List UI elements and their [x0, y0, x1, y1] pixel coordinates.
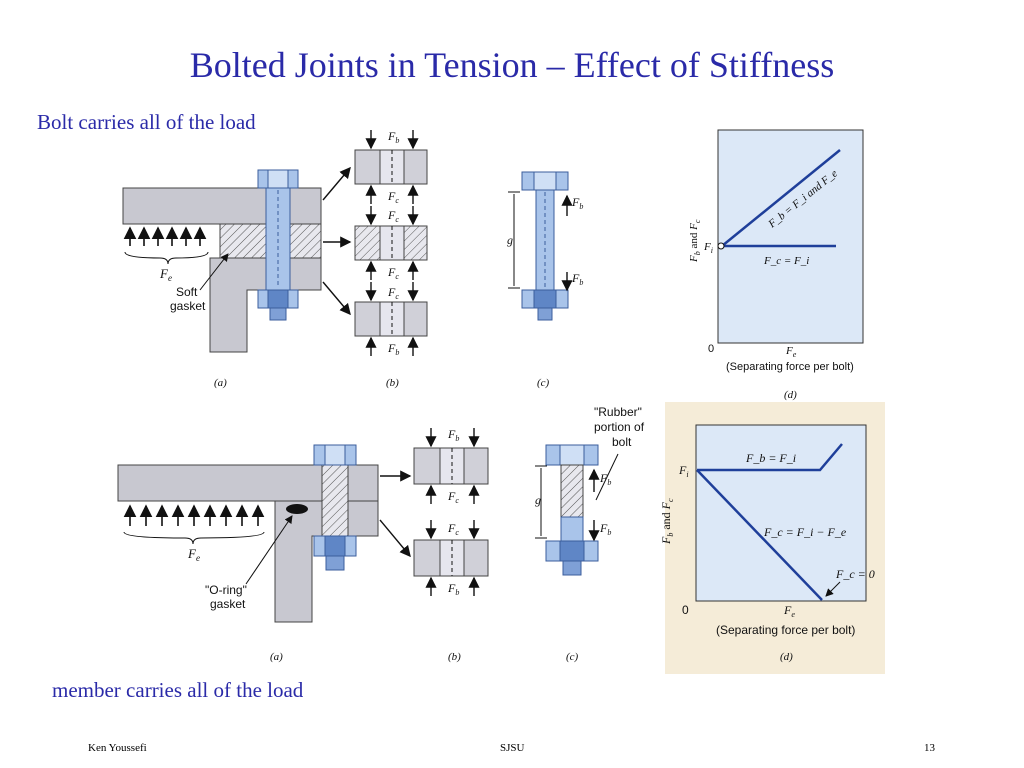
- top-graph-fi-label: Fi: [703, 241, 713, 255]
- bottom-graph-line2-label: F_c = F_i − F_e: [763, 525, 847, 539]
- bottom-graph-fi-label: Fi: [678, 463, 689, 479]
- bottom-graph-ylabel: Fb and Fc: [659, 498, 675, 545]
- footer-author: Ken Youssefi: [88, 742, 147, 754]
- bottom-fc-label-2: Fc: [447, 521, 459, 537]
- top-fc-label-2: Fc: [387, 208, 399, 224]
- separating-load-arrows: [123, 226, 207, 246]
- top-free-body-figure-b: Fb Fc Fc Fc Fc Fb (b): [322, 129, 428, 389]
- top-bolt-figure-c: Fb Fb g (c): [507, 171, 583, 389]
- bottom-c-fb-lower: Fb: [599, 521, 611, 537]
- top-fc-label-3: Fc: [387, 265, 399, 281]
- bottom-joint-figure-a: Fe "O-ring" gasket (a): [117, 444, 379, 663]
- top-graph-xlabel-desc: (Separating force per bolt): [726, 361, 854, 373]
- bottom-graph-line-fc: [696, 469, 823, 601]
- top-graph-xlabel: Fe: [785, 345, 797, 359]
- bottom-fb-label-upper: Fb: [447, 427, 459, 443]
- bottom-bolt-figure-c: Fb Fb g "Rubber" portion of bolt (c): [535, 405, 645, 663]
- bottom-force-graph-d: Fi 0 Fe (Separating force per bolt) Fb a…: [659, 402, 885, 674]
- top-joint-figure-a: Fe Soft gasket (a): [122, 169, 322, 389]
- top-graph-ylabel: Fb and Fc: [688, 219, 702, 263]
- top-fb-label-upper: Fb: [387, 129, 399, 145]
- top-graph-line-fb: [721, 149, 841, 247]
- bottom-caption: member carries all of the load: [52, 678, 304, 702]
- bottom-gasket-label-line2: gasket: [210, 597, 246, 611]
- bottom-graph-xlabel: Fe: [783, 603, 795, 619]
- bottom-panel-b-label: (b): [448, 651, 461, 663]
- top-panel-b-label: (b): [386, 377, 399, 389]
- bottom-panel-d-label: (d): [780, 651, 793, 663]
- top-gasket-label-line2: gasket: [170, 299, 206, 313]
- footer-institution: SJSU: [500, 742, 525, 754]
- top-caption: Bolt carries all of the load: [37, 110, 256, 134]
- top-fc-label-4: Fc: [387, 285, 399, 301]
- top-force-graph-d: Fi 0 Fe (Separating force per bolt) Fb a…: [688, 129, 864, 401]
- bottom-free-body-figure-b: Fb Fc Fc Fb (b): [379, 427, 489, 663]
- top-grip-length-label: g: [507, 233, 513, 247]
- bottom-gasket-label-line1: "O-ring": [205, 583, 247, 597]
- bottom-graph-line1-label: F_b = F_i: [745, 451, 796, 465]
- bottom-graph-xlabel-desc: (Separating force per bolt): [716, 623, 855, 637]
- bottom-c-fb-upper: Fb: [599, 471, 611, 487]
- rubber-label-line1: "Rubber": [594, 405, 642, 419]
- bottom-graph-origin: 0: [682, 603, 689, 617]
- slide-title: Bolted Joints in Tension – Effect of Sti…: [189, 45, 835, 85]
- top-c-fb-lower: Fb: [571, 271, 583, 287]
- top-panel-a-label: (a): [214, 377, 227, 389]
- bottom-graph-line-fb: [697, 443, 843, 472]
- bottom-panel-c-label: (c): [566, 651, 579, 663]
- bottom-panel-a-label: (a): [270, 651, 283, 663]
- rubber-label-line2: portion of: [594, 420, 645, 434]
- bottom-grip-length-label: g: [535, 493, 541, 507]
- bottom-fc-label-1: Fc: [447, 489, 459, 505]
- top-gasket-label-line1: Soft: [176, 285, 198, 299]
- top-c-fb-upper: Fb: [571, 195, 583, 211]
- bottom-graph-line3-label: F_c = 0: [835, 567, 875, 581]
- footer-page-number: 13: [924, 742, 935, 754]
- bottom-load-label: Fe: [187, 546, 200, 563]
- top-load-label: Fe: [159, 266, 172, 283]
- top-fb-label-lower: Fb: [387, 341, 399, 357]
- top-fc-label-1: Fc: [387, 189, 399, 205]
- top-panel-c-label: (c): [537, 377, 550, 389]
- rubber-label-line3: bolt: [612, 435, 632, 449]
- top-graph-line2-label: F_c = F_i: [763, 255, 809, 267]
- bottom-fb-label-lower: Fb: [447, 581, 459, 597]
- top-graph-origin: 0: [708, 343, 714, 355]
- top-panel-d-label: (d): [784, 389, 797, 401]
